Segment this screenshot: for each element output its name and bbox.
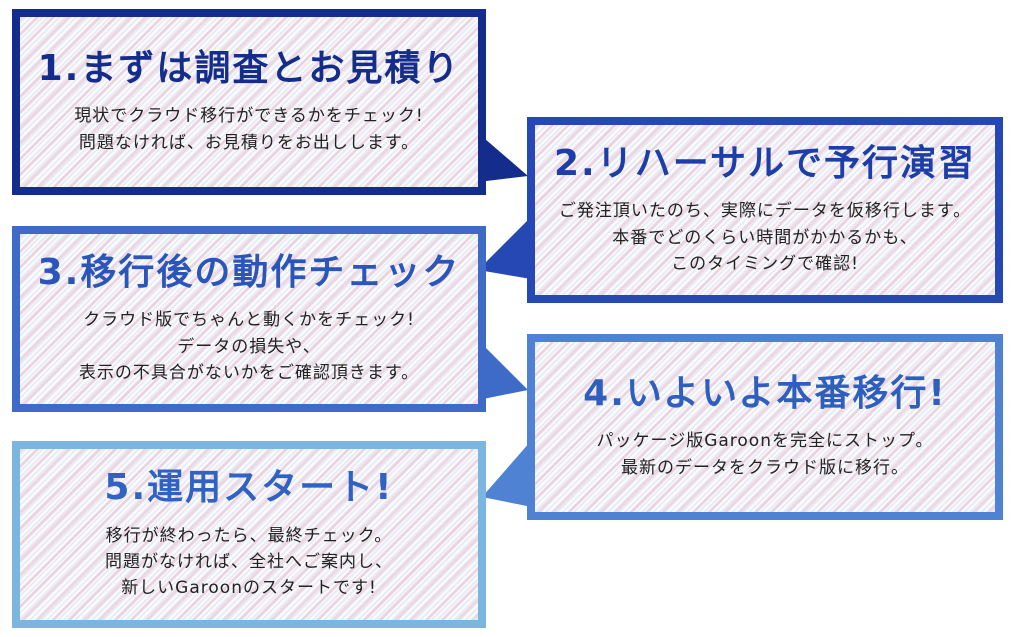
step-1-line-2: 問題なければ、お見積りをお出しします。: [78, 132, 420, 153]
step-5-description: 移行が終わったら、最終チェック。 問題がなければ、全社へご案内し、 新しいGar…: [105, 523, 393, 602]
step-5-line-3: 新しいGaroonのスタートです!: [121, 578, 377, 599]
step-3-line-1: クラウド版でちゃんと動くかをチェック!: [83, 310, 415, 331]
step-4-box: 4.いよいよ本番移行! パッケージ版Garoonを完全にストップ。 最新のデータ…: [527, 334, 1003, 520]
step-2-line-2: 本番でどのくらい時間がかかるかも、: [612, 227, 918, 248]
step-2-line-1: ご発注頂いたのち、実際にデータを仮移行します。: [558, 201, 972, 222]
connector-3-to-4: [478, 340, 528, 400]
step-4-line-1: パッケージ版Garoonを完全にストップ。: [596, 431, 934, 452]
step-3-description: クラウド版でちゃんと動くかをチェック! データの損失や、 表示の不具合がないかを…: [79, 307, 419, 386]
step-2-description: ご発注頂いたのち、実際にデータを仮移行します。 本番でどのくらい時間がかかるかも…: [559, 198, 971, 277]
step-3-title: 3.移行後の動作チェック: [37, 251, 461, 293]
connector-2-to-3: [478, 211, 537, 280]
step-4-line-2: 最新のデータをクラウド版に移行。: [621, 457, 909, 478]
step-5-line-2: 問題がなければ、全社へご案内し、: [105, 552, 393, 573]
step-4-description: パッケージ版Garoonを完全にストップ。 最新のデータをクラウド版に移行。: [597, 428, 934, 481]
step-1-description: 現状でクラウド移行ができるかをチェック! 問題なければ、お見積りをお出しします。: [74, 103, 423, 156]
step-5-title: 5.運用スタート!: [104, 467, 394, 509]
step-3-box: 3.移行後の動作チェック クラウド版でちゃんと動くかをチェック! データの損失や…: [12, 226, 486, 412]
step-1-title: 1.まずは調査とお見積り: [37, 47, 461, 89]
step-3-line-2: データの損失や、: [177, 336, 321, 357]
step-5-box: 5.運用スタート! 移行が終わったら、最終チェック。 問題がなければ、全社へご案…: [12, 441, 486, 628]
step-1-line-1: 現状でクラウド移行ができるかをチェック!: [74, 106, 424, 127]
step-2-box: 2.リハーサルで予行演習 ご発注頂いたのち、実際にデータを仮移行します。 本番で…: [527, 117, 1003, 303]
step-2-title: 2.リハーサルで予行演習: [553, 142, 976, 184]
step-3-line-3: 表示の不具合がないかをご確認頂きます。: [78, 362, 420, 383]
step-1-box: 1.まずは調査とお見積り 現状でクラウド移行ができるかをチェック! 問題なければ…: [12, 9, 486, 195]
connector-4-to-5: [482, 434, 537, 508]
step-5-line-1: 移行が終わったら、最終チェック。: [105, 525, 393, 546]
step-4-title: 4.いよいよ本番移行!: [583, 372, 947, 414]
step-2-line-3: このタイミングで確認!: [671, 253, 859, 274]
